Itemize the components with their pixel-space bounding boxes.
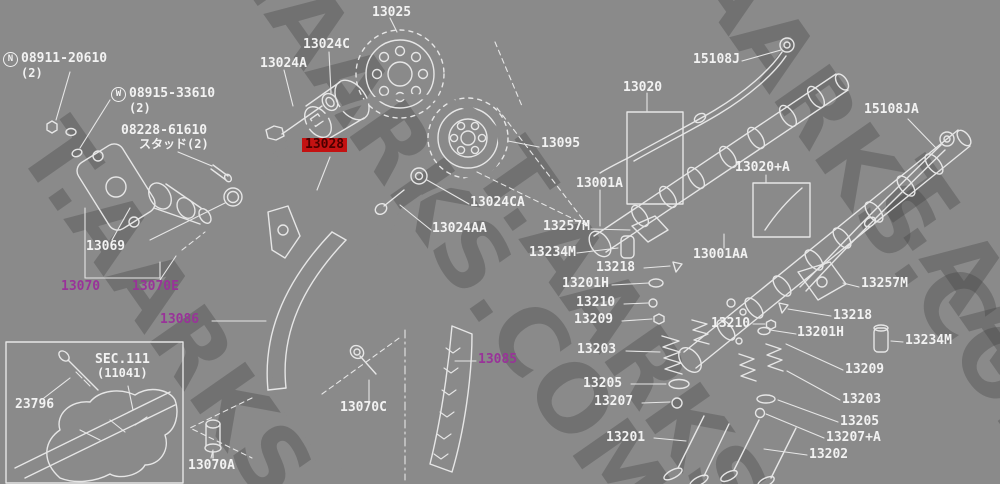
bracket-13070e-icon	[267, 205, 301, 259]
camshaft-1-icon	[588, 73, 850, 258]
bolt-13070c-icon	[349, 344, 377, 375]
part-label-13234m-left: 13234M	[529, 245, 576, 260]
part-label-13257m-right: 13257M	[861, 276, 908, 291]
part-label-13209-right: 13209	[845, 362, 885, 377]
bolt-13024a-icon	[265, 92, 339, 141]
part-label-13024c: 13024C	[303, 37, 350, 52]
leader-lines	[43, 17, 937, 459]
bolt-13024ca-aa-icons	[374, 167, 428, 216]
part-label-13070a: 13070A	[188, 458, 235, 473]
part-label-13085-link[interactable]: 13085	[478, 352, 518, 367]
sec111-box	[5, 341, 184, 484]
part-label-13218-right: 13218	[833, 308, 873, 323]
part-label-13203-mid: 13203	[577, 342, 617, 357]
camshaft-2-icon	[678, 129, 972, 373]
part-label-13209-mid: 13209	[574, 312, 614, 327]
part-label-13207-mid: 13207	[594, 394, 634, 409]
part-label-13095: 13095	[541, 136, 581, 151]
part-label-13201h-mid: 13201H	[562, 276, 609, 291]
part-label-13086-link[interactable]: 13086	[160, 312, 200, 327]
part-label-13024aa: 13024AA	[432, 221, 487, 236]
o-ring-13069-icon	[223, 187, 243, 207]
part-label-13070c: 13070C	[340, 400, 387, 415]
prefix-n-icon: N	[3, 52, 18, 67]
lifter-13234m-icons	[620, 235, 889, 353]
part-label-15108ja: 15108JA	[864, 102, 919, 117]
tensioner-13070-icon	[76, 143, 212, 231]
part-label-23796: 23796	[15, 397, 55, 412]
part-label-13025: 13025	[372, 5, 412, 20]
prefix-w-icon: W	[111, 87, 126, 102]
timing-chain-13028-icon	[237, 94, 504, 472]
art-layer	[5, 29, 972, 484]
part-label-13020a: 13020+A	[735, 160, 790, 175]
valve-parts-right-icons	[720, 302, 797, 484]
part-label-13202: 13202	[809, 447, 849, 462]
part-label-15108j: 15108J	[693, 52, 740, 67]
callout-box-13020	[626, 111, 684, 205]
part-label-13203-right: 13203	[842, 392, 882, 407]
part-label-13028-highlighted[interactable]: 13028	[302, 138, 348, 152]
part-label-13207a: 13207+A	[826, 430, 881, 445]
part-label-13234m-right: 13234M	[905, 333, 952, 348]
part-label-13070e-link[interactable]: 13070E	[132, 279, 179, 294]
tension-guide-13085-icon	[429, 325, 473, 473]
part-label-13001a: 13001A	[576, 176, 623, 191]
part-label-13020: 13020	[623, 80, 663, 95]
part-label-13069: 13069	[86, 239, 126, 254]
fastener-icons	[46, 120, 233, 183]
valve-parts-mid-icons	[648, 261, 747, 484]
chain-guide-13086-icon	[266, 231, 347, 391]
part-label-13257m-left: 13257M	[543, 219, 590, 234]
part-label-13070-link[interactable]: 13070	[61, 279, 101, 294]
part-label-13201h-right: 13201H	[797, 325, 844, 340]
part-label-13218-mid: 13218	[596, 260, 636, 275]
part-label-13210-right: 13210	[711, 316, 751, 331]
part-label-13024a: 13024A	[260, 56, 307, 71]
callout-box-13020a	[752, 182, 811, 238]
construction-lines	[189, 41, 589, 481]
part-label-13201: 13201	[606, 430, 646, 445]
part-label-13001aa: 13001AA	[693, 247, 748, 262]
part-label-13205-mid: 13205	[583, 376, 623, 391]
part-label-13024ca: 13024CA	[470, 195, 525, 210]
part-label-13205-right: 13205	[840, 414, 880, 429]
part-label-13210-mid: 13210	[576, 295, 616, 310]
sec111-label: SEC.111(11041)	[95, 352, 150, 380]
